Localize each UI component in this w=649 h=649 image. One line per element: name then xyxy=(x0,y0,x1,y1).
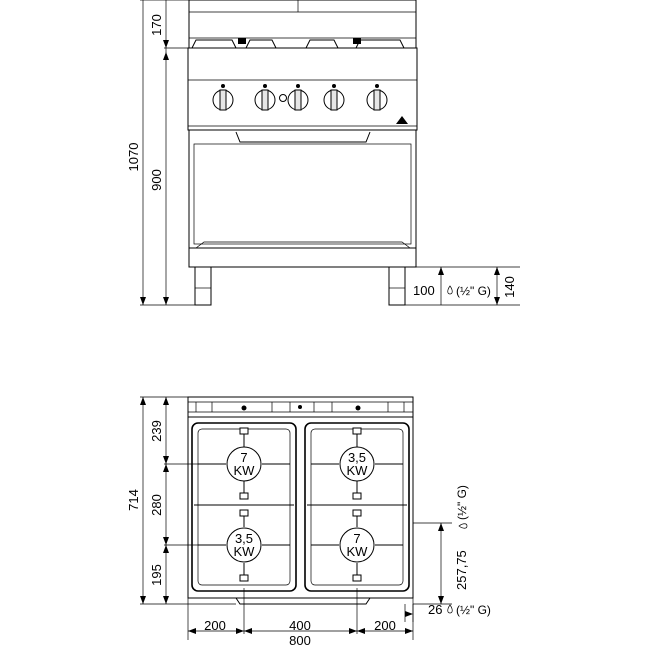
knob-2 xyxy=(254,84,276,111)
dim-leg-height: 140 xyxy=(502,276,517,298)
control-panel xyxy=(187,47,418,131)
burner-rear-right: 3,5 KW xyxy=(339,446,375,482)
oven-door xyxy=(188,129,417,249)
dim-gas-side: 257,75 xyxy=(454,550,469,590)
front-view-dimensions: 1070 170 900 100 (½" G) 140 xyxy=(126,0,520,306)
burner-power-unit: KW xyxy=(234,544,256,559)
leg-right xyxy=(388,266,406,306)
gas-fitting: (½" G) xyxy=(456,284,491,298)
dim-width-center: 400 xyxy=(289,618,311,633)
top-view: 7 KW 3,5 KW 3,5 KW 7 KW xyxy=(187,396,414,605)
dim-depth-rear: 239 xyxy=(149,420,164,442)
dim-gas-side-fitting: (½" G) xyxy=(455,485,469,520)
dim-gas-height: 100 xyxy=(413,283,435,298)
gas-drop-icon xyxy=(447,285,453,295)
dim-body-height: 900 xyxy=(149,169,164,191)
leg-left xyxy=(194,266,212,306)
dim-total-height: 1070 xyxy=(126,143,141,172)
knob-5 xyxy=(366,84,388,111)
dim-depth-front: 195 xyxy=(149,564,164,586)
burner-power-unit: KW xyxy=(347,463,369,478)
dim-total-depth: 714 xyxy=(126,489,141,511)
burner-power-value: 3,5 xyxy=(235,531,253,546)
burner-power-value: 3,5 xyxy=(348,450,366,465)
dim-depth-mid: 280 xyxy=(149,494,164,516)
plinth xyxy=(188,247,417,268)
dim-gas-offset: 26 xyxy=(428,602,442,617)
burner-rear-left: 7 KW xyxy=(226,446,262,482)
dim-gas-offset-fitting: (½" G) xyxy=(456,603,491,617)
ignition-button xyxy=(279,94,287,102)
burner-power-unit: KW xyxy=(347,544,369,559)
top-view-dimensions: 714 239 280 195 257,75 (½" G) 26 (½" G) … xyxy=(126,396,491,648)
dim-width-total: 800 xyxy=(289,633,311,648)
front-handle xyxy=(235,597,371,605)
burner-front-right: 7 KW xyxy=(339,527,375,563)
burner-power-unit: KW xyxy=(234,463,256,478)
hob-body xyxy=(187,416,414,599)
top-upstand xyxy=(188,0,417,49)
burner-power-value: 7 xyxy=(240,450,247,465)
knob-3 xyxy=(287,84,309,111)
dim-width-left: 200 xyxy=(204,618,226,633)
knob-1 xyxy=(212,84,234,111)
knob-4 xyxy=(323,84,345,111)
burner-front-left: 3,5 KW xyxy=(226,527,262,563)
dim-top-height: 170 xyxy=(149,14,164,36)
gas-drop-icon xyxy=(458,523,468,529)
gas-drop-icon xyxy=(447,604,453,614)
warning-triangle-icon xyxy=(396,116,408,124)
burner-power-value: 7 xyxy=(353,531,360,546)
front-view xyxy=(187,0,418,306)
dim-width-right: 200 xyxy=(374,618,396,633)
oven-handle xyxy=(235,131,371,143)
